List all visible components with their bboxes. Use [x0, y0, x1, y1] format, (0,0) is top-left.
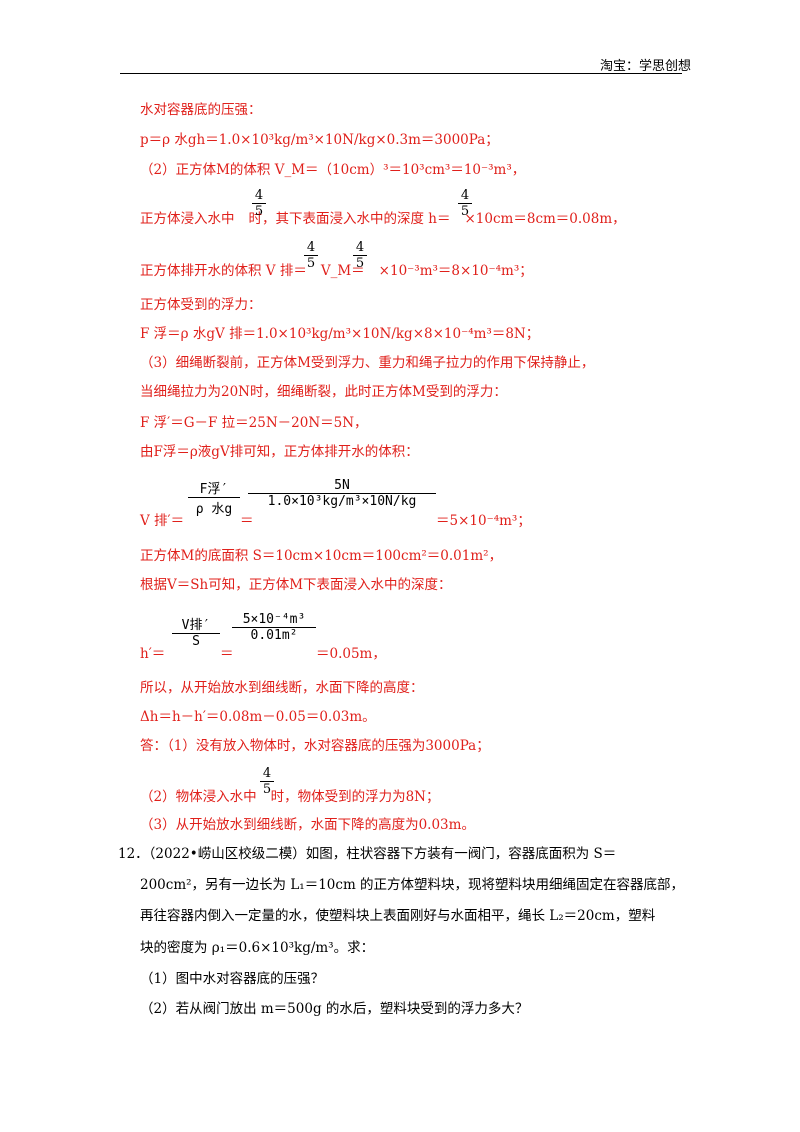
numerator: 5N [334, 478, 350, 493]
denominator: S [172, 633, 220, 649]
equals: ＝ [220, 646, 234, 662]
denominator: 5 [353, 255, 367, 271]
line: p＝ρ 水gh＝1.0×10³kg/m³×10N/kg×0.3m＝3000Pa； [140, 132, 499, 148]
text: ×10cm＝8cm＝0.08m， [464, 211, 626, 227]
denominator: 5 [252, 203, 266, 219]
question-line: （2）若从阀门放出 m＝500g 的水后，塑料块受到的浮力多大？ [140, 1001, 529, 1017]
line: F 浮′＝G－F 拉＝25N－20N＝5N， [140, 415, 368, 431]
equals: ＝ [240, 513, 254, 529]
line: Δh＝h－h′＝0.08m－0.05＝0.03m。 [140, 709, 376, 725]
line: 正方体排开水的体积 V 排＝ V_M＝ ×10⁻³m³＝8×10⁻⁴m³； [140, 262, 533, 280]
fraction: 5N 1.0×10³kg/m³×10N/kg [248, 478, 436, 509]
line: （3）细绳断裂前，正方体M受到浮力、重力和绳子拉力的作用下保持静止， [140, 355, 595, 371]
page-header: 淘宝：学思创想 [600, 59, 692, 74]
numerator: 4 [460, 188, 470, 203]
denominator: 0.01m² [232, 627, 316, 643]
text: 正方体排开水的体积 V 排＝ [140, 263, 307, 279]
line: F 浮＝ρ 水gV 排＝1.0×10³kg/m³×10N/kg×8×10⁻⁴m³… [140, 326, 540, 342]
fraction: 4 5 [304, 240, 318, 271]
line: 正方体受到的浮力： [140, 297, 262, 313]
line: （2）物体浸入水中时，物体受到的浮力为8N； [140, 788, 440, 806]
numerator: 4 [355, 240, 365, 255]
fraction: 4 5 [260, 766, 274, 797]
numerator: 4 [262, 766, 272, 781]
question-line: （1）图中水对容器底的压强？ [140, 971, 325, 987]
text: 时，其下表面浸入水中的深度 h＝ [248, 211, 451, 227]
line: （3）从开始放水到细线断，水面下降的高度为0.03m。 [140, 817, 475, 833]
numerator: V排′ [181, 618, 211, 633]
numerator: 4 [306, 240, 316, 255]
line: 正方体M的底面积 S＝10cm×10cm＝100cm²＝0.01m²， [140, 548, 503, 564]
line: 正方体浸入水中时，其下表面浸入水中的深度 h＝ ×10cm＝8cm＝0.08m， [140, 210, 626, 228]
question-line: 200cm²，另有一边长为 L₁＝10cm 的正方体塑料块，现将塑料块用细绳固定… [140, 877, 685, 893]
numerator: F浮′ [199, 482, 229, 497]
line: 当细绳拉力为20N时，细绳断裂，此时正方体M受到的浮力： [140, 384, 507, 400]
denominator: 5 [304, 255, 318, 271]
line: h′＝ [140, 646, 166, 662]
line: 水对容器底的压强： [140, 102, 262, 118]
fraction: F浮′ ρ 水g [188, 478, 240, 517]
text: 时，物体受到的浮力为8N； [270, 789, 440, 805]
fraction: 5×10⁻⁴m³ 0.01m² [232, 612, 316, 643]
line: 答：（1）没有放入物体时，水对容器底的压强为3000Pa； [140, 738, 490, 754]
fraction: 4 5 [353, 240, 367, 271]
question-line: 12．（2022•崂山区校级二模）如图，柱状容器下方装有一阀门，容器底面积为 S… [118, 846, 617, 862]
line: 由F浮＝ρ液gV排可知，正方体排开水的体积： [140, 444, 419, 460]
denominator: 5 [458, 203, 472, 219]
text: V_M＝ [320, 263, 365, 279]
denominator: 1.0×10³kg/m³×10N/kg [248, 493, 436, 509]
text: （2）物体浸入水中 [140, 789, 257, 805]
text: ×10⁻³m³＝8×10⁻⁴m³； [378, 263, 533, 279]
numerator: 4 [254, 188, 264, 203]
line: 所以，从开始放水到细线断，水面下降的高度： [140, 680, 424, 696]
line: 根据V＝Sh可知，正方体M下表面浸入水中的深度： [140, 577, 452, 593]
fraction: V排′ S [172, 614, 220, 649]
line: ＝0.05m， [316, 646, 386, 662]
text: 正方体浸入水中 [140, 211, 235, 227]
denominator: 5 [260, 781, 274, 797]
denominator: ρ 水g [188, 497, 240, 517]
fraction: 4 5 [252, 188, 266, 219]
line: （2）正方体M的体积 V_M＝（10cm）³＝10³cm³＝10⁻³m³， [140, 162, 526, 178]
header-rule [120, 73, 682, 74]
question-line: 块的密度为 ρ₁＝0.6×10³kg/m³。求： [140, 940, 375, 956]
numerator: 5×10⁻⁴m³ [242, 612, 306, 627]
question-line: 再往容器内倒入一定量的水，使塑料块上表面刚好与水面相平，绳长 L₂＝20cm，塑… [140, 908, 656, 924]
fraction: 4 5 [458, 188, 472, 219]
line: ＝5×10⁻⁴m³； [436, 513, 531, 529]
line: V 排′＝ [140, 513, 185, 529]
